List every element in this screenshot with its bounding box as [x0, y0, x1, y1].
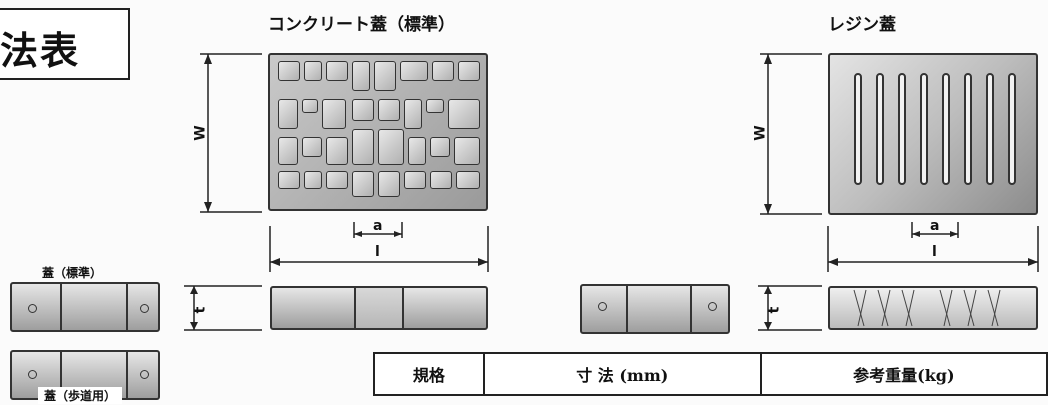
cover-block — [326, 137, 348, 165]
table-header-cell: 寸 法 (mm) — [482, 352, 762, 396]
cover-block — [448, 99, 480, 129]
side-notch — [354, 288, 404, 328]
bolt-hole-icon — [598, 302, 607, 311]
resin-thickness-label: t — [766, 306, 783, 314]
resin-opening-label: a — [930, 218, 940, 234]
cover-block — [378, 171, 400, 197]
standard-cover-label: 蓋（標準） — [42, 266, 103, 280]
cover-slot — [876, 73, 884, 185]
cover-slot — [854, 73, 862, 185]
bolt-hole-icon — [140, 370, 149, 379]
cover-block — [326, 61, 348, 81]
cover-block — [352, 61, 370, 91]
table-header-cell: 参考重量(kg) — [759, 352, 1048, 396]
cover-slot — [898, 73, 906, 185]
opening-label: a — [373, 218, 383, 234]
cover-block — [304, 61, 322, 81]
cover-block — [278, 137, 298, 165]
cover-block — [378, 129, 404, 165]
cover-block — [304, 171, 322, 189]
cover-block — [404, 99, 422, 129]
sidewalk-cover-label: 蓋（歩道用） — [38, 387, 123, 404]
cover-block — [322, 99, 346, 129]
cover-block — [374, 61, 396, 91]
cover-block — [302, 137, 322, 157]
side-panel — [60, 352, 128, 398]
cover-block — [432, 61, 454, 81]
cover-block — [352, 99, 374, 121]
cover-block — [278, 99, 298, 129]
spec-table: 規格 寸 法 (mm) 参考重量(kg) — [373, 352, 1048, 396]
cover-block — [430, 171, 452, 189]
cover-block — [404, 171, 426, 189]
bolt-hole-icon — [140, 304, 149, 313]
resin-length-label: l — [932, 244, 937, 260]
title-box — [0, 8, 130, 80]
width-label: W — [192, 125, 209, 141]
cover-slot — [964, 73, 972, 185]
resin-heading: レジン蓋 — [828, 15, 896, 35]
cover-slot — [1008, 73, 1016, 185]
length-label: l — [375, 244, 380, 260]
cover-block — [302, 99, 318, 113]
cover-block — [408, 137, 426, 165]
table-header-cell: 規格 — [373, 352, 485, 396]
resin-side-hatch — [853, 289, 1001, 327]
cover-block — [278, 61, 300, 81]
cover-block — [458, 61, 480, 81]
cover-block — [352, 129, 374, 165]
cover-slot — [986, 73, 994, 185]
cover-block — [454, 137, 480, 165]
resin-cover-side-small — [580, 284, 730, 334]
cover-block — [352, 171, 374, 197]
cover-block — [430, 137, 450, 157]
cover-block — [378, 99, 400, 121]
bolt-hole-icon — [28, 370, 37, 379]
bolt-hole-icon — [28, 304, 37, 313]
cover-block — [400, 61, 428, 81]
cover-block — [278, 171, 300, 189]
concrete-heading: コンクリート蓋（標準） — [268, 15, 455, 35]
resin-cover-top-view — [828, 53, 1038, 215]
standard-cover-side — [10, 282, 160, 332]
page-title: 法表 — [0, 29, 81, 73]
cover-block — [456, 171, 480, 189]
concrete-cover-top-view — [268, 53, 488, 211]
cover-block — [426, 99, 444, 113]
thickness-label: t — [192, 306, 209, 314]
sidewalk-cover-side — [10, 350, 160, 400]
resin-width-label: W — [752, 125, 769, 141]
cover-block — [326, 171, 348, 189]
side-panel — [60, 284, 128, 330]
side-panel — [626, 286, 692, 332]
table-header-row: 規格 寸 法 (mm) 参考重量(kg) — [373, 352, 1048, 396]
cover-slot — [942, 73, 950, 185]
resin-side-view — [828, 286, 1038, 330]
concrete-side-view — [270, 286, 488, 330]
cover-slot — [920, 73, 928, 185]
bolt-hole-icon — [708, 302, 717, 311]
